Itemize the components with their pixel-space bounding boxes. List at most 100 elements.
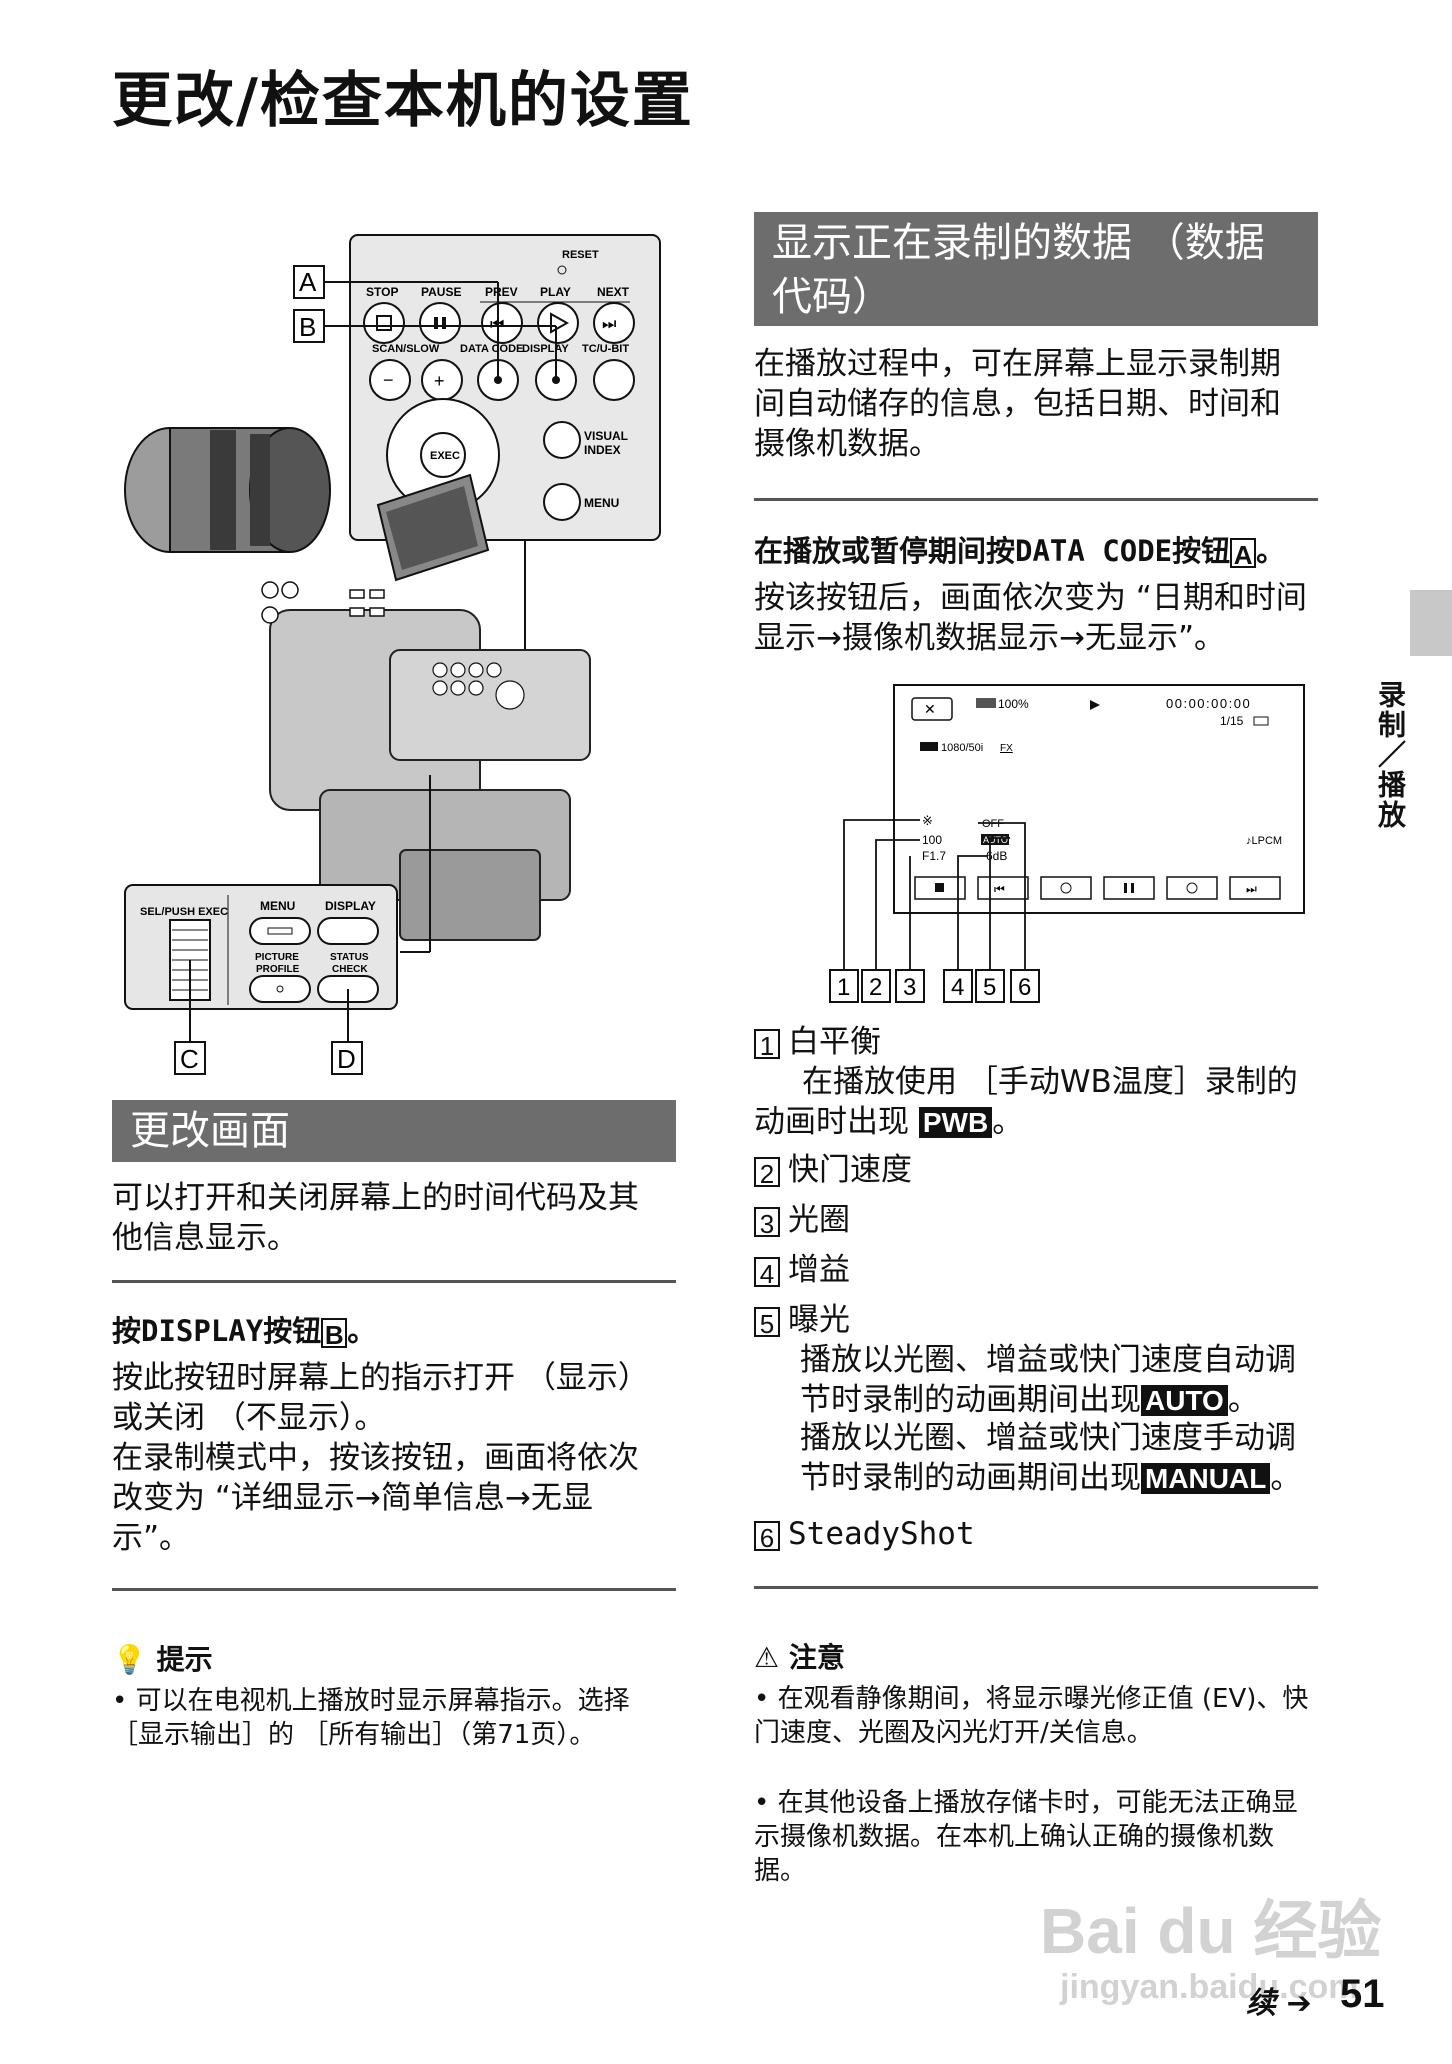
divider xyxy=(112,1588,676,1591)
svg-text:PAUSE: PAUSE xyxy=(421,285,461,299)
svg-text:100%: 100% xyxy=(998,697,1029,711)
svg-text:6: 6 xyxy=(1018,974,1031,1001)
data-code-intro: 在播放过程中，可在屏幕上显示录制期间自动储存的信息，包括日期、时间和摄像机数据。 xyxy=(754,346,1281,462)
svg-text:INDEX: INDEX xyxy=(584,443,621,457)
arrow-right-icon: ➔ xyxy=(1286,1986,1312,2021)
svg-text:DATA CODE: DATA CODE xyxy=(460,343,523,355)
side-section-label: 录制／播放 xyxy=(1374,680,1407,830)
svg-text:1080/50i: 1080/50i xyxy=(941,742,983,754)
lcd-screen-diagram: ✕ 100% 00:00:00:00 1/15 1080/50i FX ※ OF… xyxy=(829,684,1305,1003)
pwb-badge: PWB xyxy=(918,1107,993,1138)
svg-text:6dB: 6dB xyxy=(986,849,1007,863)
svg-text:5: 5 xyxy=(983,974,996,1001)
note-item: • 在其他设备上播放存储卡时，可能无法正确显示摄像机数据。在本机上确认正确的摄像… xyxy=(754,1788,1298,1886)
lightbulb-icon: 💡 xyxy=(112,1643,147,1676)
svg-text:♪LPCM: ♪LPCM xyxy=(1246,835,1282,847)
close-button xyxy=(911,697,953,721)
svg-text:100: 100 xyxy=(922,833,942,847)
page-number: 51 xyxy=(1340,1972,1385,2016)
svg-text:⏭: ⏭ xyxy=(1246,882,1257,896)
tc-ubit-button xyxy=(593,359,635,401)
play-status-icon xyxy=(1090,700,1100,710)
battery-icon xyxy=(976,698,996,708)
svg-text:STATUS: STATUS xyxy=(330,952,369,963)
note-item: • 在观看静像期间，将显示曝光修正值 (EV)、快门速度、光圈及闪光灯开/关信息… xyxy=(754,1684,1309,1748)
svg-text:MENU: MENU xyxy=(584,496,619,510)
svg-text:−: − xyxy=(383,370,394,390)
visual-index-button xyxy=(543,421,581,459)
svg-text:EXEC: EXEC xyxy=(430,450,460,462)
note-heading: ⚠ 注意 xyxy=(754,1641,845,1674)
svg-text:PICTURE: PICTURE xyxy=(255,952,299,963)
stop-button xyxy=(363,302,405,344)
prev-button xyxy=(481,302,523,344)
section-header-data-code: 显示正在录制的数据 （数据代码） xyxy=(754,212,1318,326)
tip-item: • 可以在电视机上播放时显示屏幕指示。选择 ［显示输出］的 ［所有输出］（第71… xyxy=(112,1686,630,1750)
svg-text:VISUAL: VISUAL xyxy=(584,429,628,443)
svg-text:PLAY: PLAY xyxy=(540,285,571,299)
svg-text:SCAN/SLOW: SCAN/SLOW xyxy=(372,343,440,355)
svg-text:✕: ✕ xyxy=(924,701,936,717)
lens xyxy=(124,427,331,553)
svg-text:3: 3 xyxy=(903,974,916,1001)
play-button xyxy=(537,302,579,344)
svg-text:⏭: ⏭ xyxy=(602,316,616,333)
divider xyxy=(112,1280,676,1283)
divider xyxy=(754,498,1318,501)
svg-text:4: 4 xyxy=(951,974,964,1001)
side-tab-marker xyxy=(1410,590,1452,656)
svg-text:AUTO: AUTO xyxy=(983,835,1008,845)
svg-text:A: A xyxy=(299,267,317,297)
svg-text:1: 1 xyxy=(837,974,850,1001)
data-code-step-description: 按该按钮后，画面依次变为 “日期和时间显示→摄像机数据显示→无显示”。 xyxy=(754,580,1307,656)
svg-text:TC/U-BIT: TC/U-BIT xyxy=(582,343,629,355)
menu-button xyxy=(543,483,581,521)
svg-text:CHECK: CHECK xyxy=(332,964,368,975)
svg-text:DISPLAY: DISPLAY xyxy=(325,899,376,913)
tip-heading: 💡 提示 xyxy=(112,1643,213,1676)
svg-text:+: + xyxy=(434,371,445,391)
manual-badge: MANUAL xyxy=(1141,1463,1271,1494)
pause-button xyxy=(419,302,461,344)
svg-text:00:00:00:00: 00:00:00:00 xyxy=(1166,696,1251,711)
svg-text:MENU: MENU xyxy=(260,899,295,913)
svg-text:2: 2 xyxy=(869,974,882,1001)
svg-text:PROFILE: PROFILE xyxy=(256,964,300,975)
svg-text:⏮: ⏮ xyxy=(994,882,1005,896)
svg-text:STOP: STOP xyxy=(366,285,398,299)
svg-text:SEL/PUSH EXEC: SEL/PUSH EXEC xyxy=(140,906,228,918)
watermark-brand: Bai du 经验 xyxy=(1040,1895,1382,1967)
page-title: 更改/检查本机的设置 xyxy=(112,66,694,136)
hd-icon xyxy=(920,742,938,751)
change-screen-intro: 可以打开和关闭屏幕上的时间代码及其他信息显示。 xyxy=(112,1180,639,1256)
watermark-url: jingyan.baidu.com xyxy=(1060,1968,1359,2006)
continued-label: 续 ➔ xyxy=(1246,1986,1312,2021)
svg-text:FX: FX xyxy=(1000,743,1013,754)
svg-text:RESET: RESET xyxy=(562,249,599,261)
svg-text:D: D xyxy=(337,1044,356,1074)
svg-text:C: C xyxy=(180,1044,199,1074)
svg-text:NEXT: NEXT xyxy=(597,285,630,299)
next-button xyxy=(593,302,635,344)
caution-icon: ⚠ xyxy=(754,1641,780,1674)
svg-text:DISPLAY: DISPLAY xyxy=(522,343,569,355)
svg-text:B: B xyxy=(299,312,316,342)
display-step-description: 按此按钮时屏幕上的指示打开 （显示）或关闭 （不显示）。 在录制模式中，按该按钮… xyxy=(112,1360,649,1556)
section-header-change-screen: 更改画面 xyxy=(112,1100,676,1162)
divider xyxy=(754,1586,1318,1589)
svg-text:OFF: OFF xyxy=(982,818,1004,830)
svg-text:F1.7: F1.7 xyxy=(922,849,946,863)
svg-text:1/15: 1/15 xyxy=(1220,714,1244,728)
auto-badge: AUTO xyxy=(1141,1385,1228,1416)
camera-illustration: RESET STOP PAUSE PREV PLAY NEXT ⏮ ⏭ SCAN… xyxy=(124,234,661,1075)
